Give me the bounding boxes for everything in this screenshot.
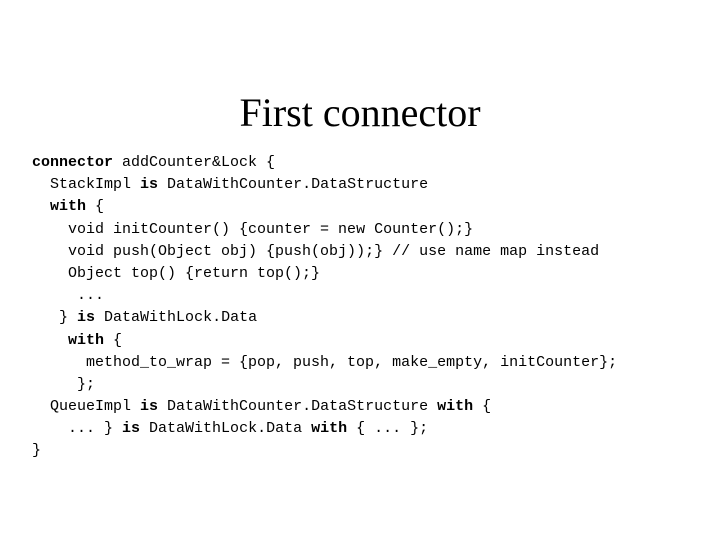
code-text: addCounter&Lock { [113,154,276,171]
code-text: { [86,198,105,216]
code-keyword: with [50,198,87,216]
code-keyword: is [77,309,96,327]
code-text: void initCounter() {counter = new Counte… [68,220,474,238]
code-indent [32,332,68,349]
code-block: connector addCounter&Lock { StackImpl is… [32,152,712,463]
code-keyword: with [437,398,474,416]
code-text: ... [77,287,105,305]
code-text: } [32,442,42,460]
code-text: { ... }; [347,420,429,438]
code-text: QueueImpl [50,398,141,416]
code-line: void initCounter() {counter = new Counte… [32,219,712,241]
code-indent [32,309,59,326]
code-line: ... [32,285,712,307]
code-keyword: is [140,398,159,416]
code-keyword: is [140,176,159,194]
code-text: Object top() {return top();} [68,264,321,282]
code-text: }; [77,375,96,393]
code-indent [32,354,86,371]
code-text: DataWithLock.Data [140,420,312,438]
code-line: QueueImpl is DataWithCounter.DataStructu… [32,396,712,418]
page-title: First connector [239,89,481,135]
code-line: void push(Object obj) {push(obj));} // u… [32,241,712,263]
code-text: } [59,309,78,327]
code-text: { [473,398,492,416]
code-indent [32,287,77,304]
code-indent [32,420,68,437]
code-text: StackImpl [50,176,141,194]
code-text: ... } [68,420,123,438]
code-indent [32,243,68,260]
code-text: { [104,331,123,349]
code-text: DataWithCounter.DataStructure [158,398,438,416]
code-text: DataWithLock.Data [95,309,258,327]
code-indent [32,176,50,193]
code-line: }; [32,374,712,396]
code-indent [32,398,50,415]
code-indent [32,376,77,393]
code-keyword: with [68,331,105,349]
code-text: method_to_wrap = {pop, push, top, make_e… [86,353,618,371]
code-line: ... } is DataWithLock.Data with { ... }; [32,418,712,440]
code-line: connector addCounter&Lock { [32,152,712,174]
code-indent [32,265,68,282]
code-keyword: is [122,420,141,438]
code-line: } [32,440,712,462]
code-line: Object top() {return top();} [32,263,712,285]
code-keyword: connector [32,154,114,171]
code-line: StackImpl is DataWithCounter.DataStructu… [32,174,712,196]
code-line: with { [32,196,712,218]
code-line: method_to_wrap = {pop, push, top, make_e… [32,352,712,374]
code-text: DataWithCounter.DataStructure [158,176,429,194]
code-indent [32,198,50,215]
code-line: } is DataWithLock.Data [32,307,712,329]
code-line: with { [32,330,712,352]
code-text: void push(Object obj) {push(obj));} // u… [68,242,600,260]
code-keyword: with [311,420,348,438]
code-indent [32,221,68,238]
